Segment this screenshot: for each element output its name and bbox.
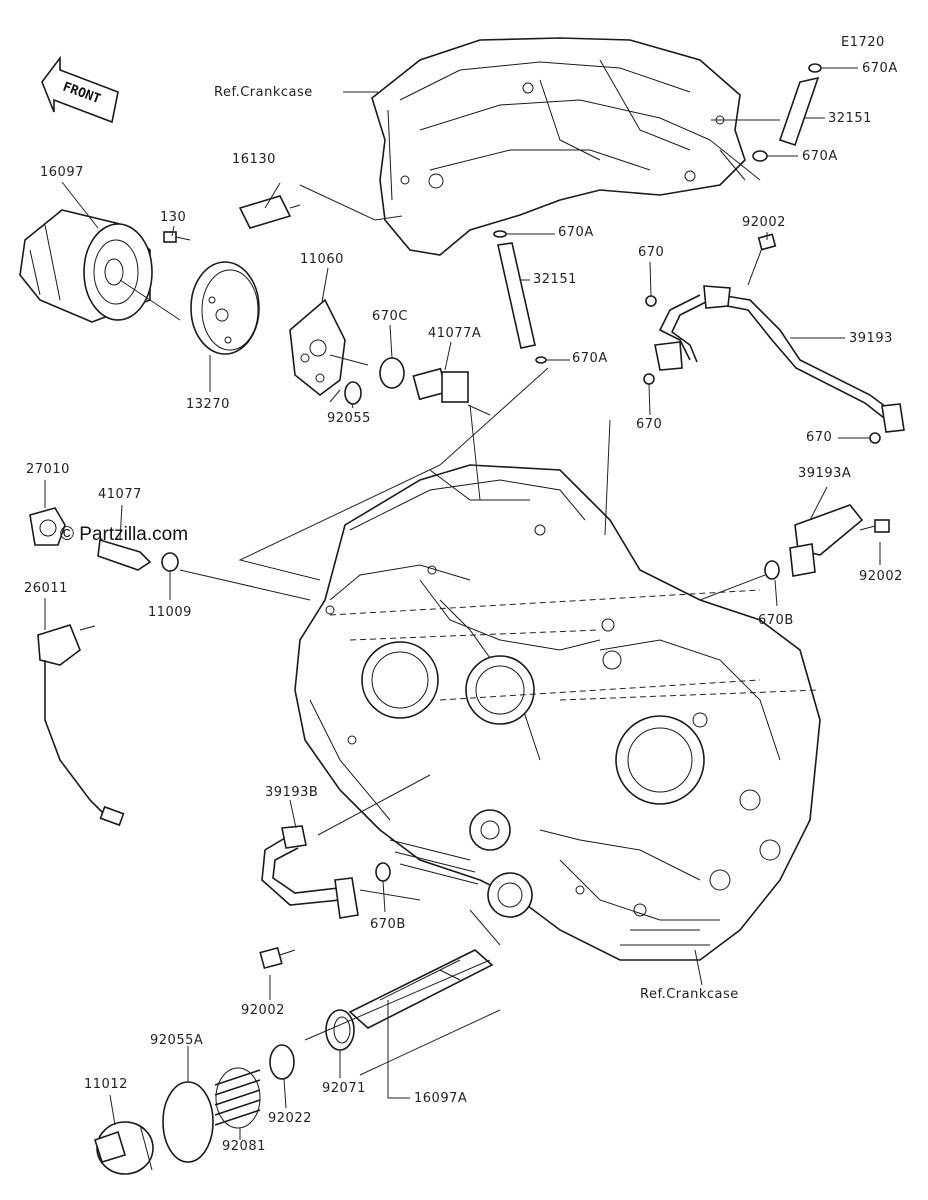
oil-pipe-39193b — [261, 825, 391, 919]
label-92055a: 92055A — [150, 1033, 204, 1048]
label-13270: 13270 — [186, 397, 230, 412]
label-39193a: 39193A — [798, 466, 852, 481]
spring-92081 — [214, 1067, 261, 1129]
label-16130: 16130 — [232, 152, 276, 167]
gasket-11060 — [289, 298, 346, 397]
watermark: © Partzilla.com — [60, 524, 189, 545]
label-670a-1: 670A — [862, 61, 898, 76]
label-27010: 27010 — [26, 462, 70, 477]
upper-crankcase-ref — [371, 37, 746, 256]
label-670a-2: 670A — [802, 149, 838, 164]
label-670a-3: 670A — [558, 225, 594, 240]
switch-27010 — [29, 507, 66, 546]
bolt-130 — [163, 231, 191, 243]
label-39193: 39193 — [849, 331, 893, 346]
fitting-41077 — [97, 538, 152, 571]
label-670-3: 670 — [806, 430, 833, 445]
leader-lines — [44, 67, 881, 1140]
o-ring-670c — [379, 357, 405, 389]
seal-92071 — [325, 1009, 355, 1051]
o-ring-92055 — [344, 381, 362, 405]
oil-pipe-39193a — [764, 504, 890, 580]
label-670-2: 670 — [636, 417, 663, 432]
label-670-1: 670 — [638, 245, 665, 260]
label-ref-crankcase-top: Ref.Crankcase — [214, 85, 313, 100]
label-11009: 11009 — [148, 605, 192, 620]
label-92081: 92081 — [222, 1139, 266, 1154]
fitting-16130 — [238, 195, 301, 229]
plate-13270 — [190, 261, 260, 355]
gasket-11009 — [161, 552, 179, 572]
label-ref-crankcase-bottom: Ref.Crankcase — [640, 987, 739, 1002]
label-11060: 11060 — [300, 252, 344, 267]
dowel-32151-lower — [493, 230, 547, 364]
label-670c: 670C — [372, 309, 408, 324]
label-26011: 26011 — [24, 581, 68, 596]
label-670a-4: 670A — [572, 351, 608, 366]
oil-filter-16097 — [19, 209, 153, 323]
plug-41077a — [412, 367, 469, 403]
label-39193b: 39193B — [265, 785, 319, 800]
label-92002-1: 92002 — [742, 215, 786, 230]
strainer-16097a — [348, 949, 494, 1029]
crankcase-assembly — [294, 464, 821, 961]
label-92055: 92055 — [327, 411, 371, 426]
cap-11012 — [94, 1121, 154, 1175]
label-92022: 92022 — [268, 1111, 312, 1126]
label-92002-2: 92002 — [859, 569, 903, 584]
label-130: 130 — [160, 210, 187, 225]
label-16097a: 16097A — [414, 1091, 468, 1106]
o-ring-92055a — [162, 1081, 214, 1163]
oil-pipe-39193 — [643, 233, 905, 444]
label-11012: 11012 — [84, 1077, 128, 1092]
label-92002-3: 92002 — [241, 1003, 285, 1018]
label-92071: 92071 — [322, 1081, 366, 1096]
label-32151-1: 32151 — [828, 111, 872, 126]
label-16097: 16097 — [40, 165, 84, 180]
label-41077a: 41077A — [428, 326, 482, 341]
dowel-32151-upper — [752, 63, 822, 162]
harness-26011 — [37, 624, 125, 827]
label-670b-1: 670B — [758, 613, 794, 628]
label-670b-2: 670B — [370, 917, 406, 932]
label-32151-2: 32151 — [533, 272, 577, 287]
label-41077: 41077 — [98, 487, 142, 502]
front-arrow-icon: FRONT — [41, 55, 119, 124]
diagram-code: E1720 — [841, 35, 885, 50]
washer-92022 — [269, 1044, 295, 1080]
bolt-92002-lower — [259, 946, 296, 970]
